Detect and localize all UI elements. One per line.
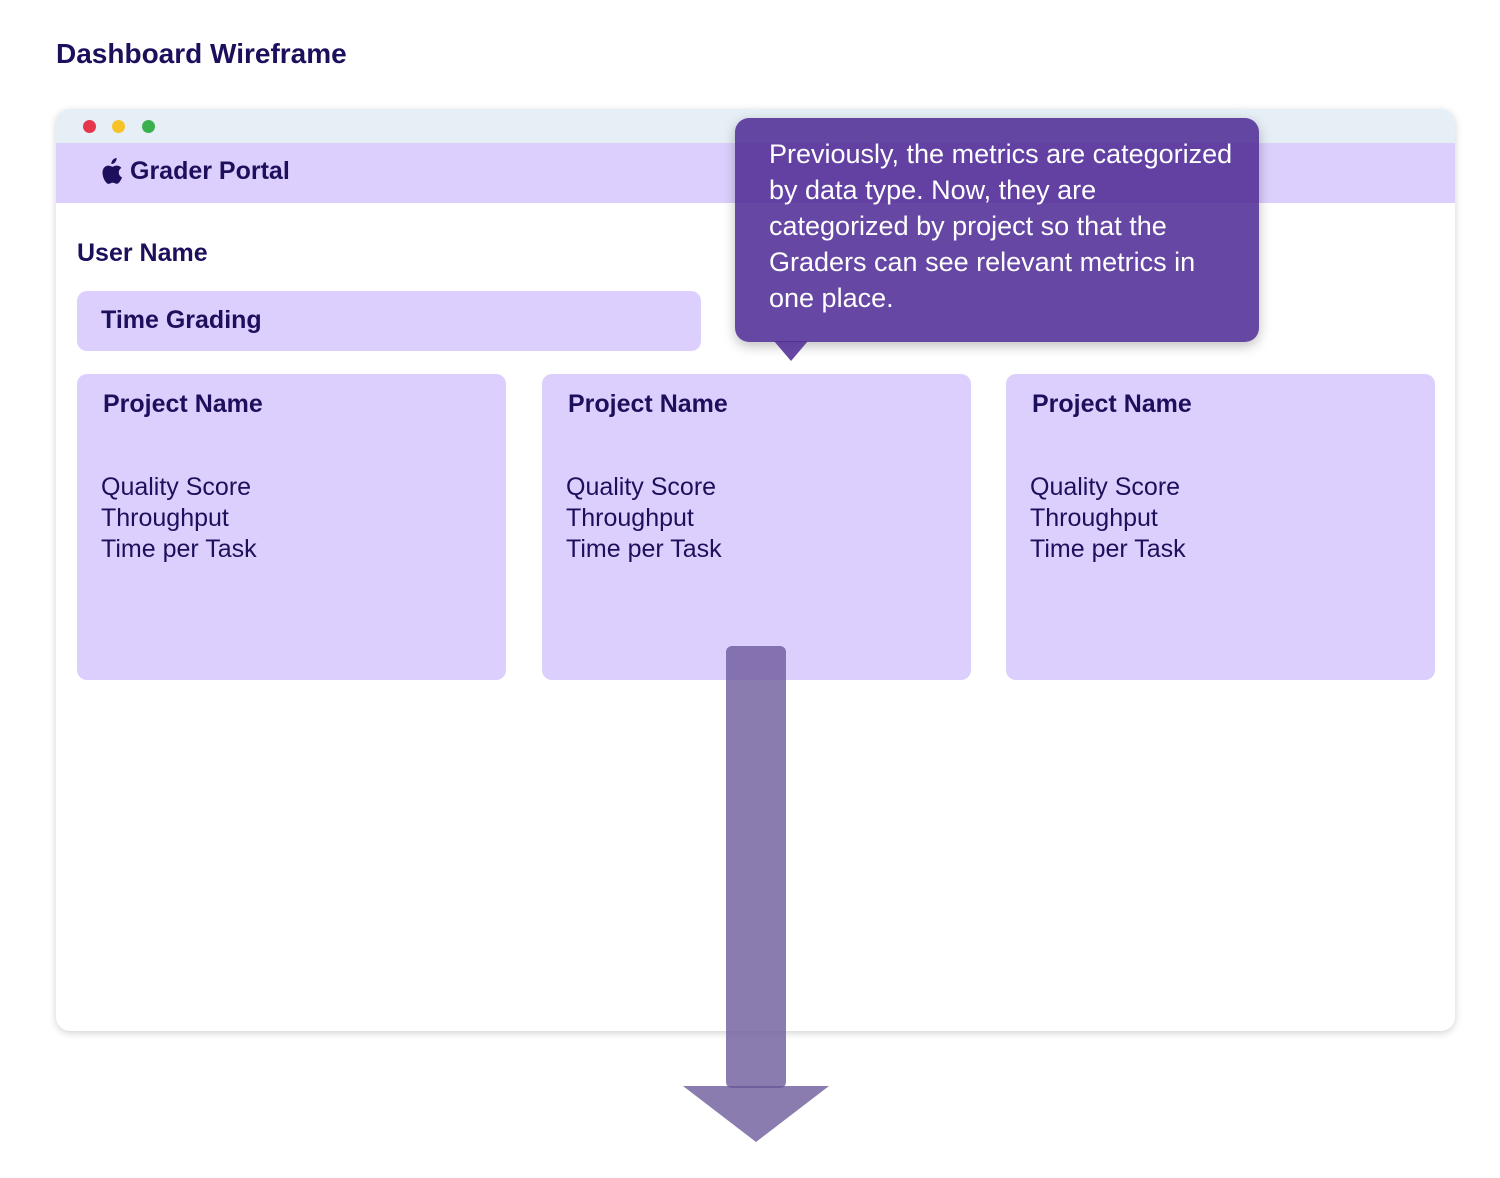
maximize-window-dot[interactable] [142,120,155,133]
project-name: Project Name [1032,390,1192,418]
annotation-text: Previously, the metrics are categorized … [769,139,1233,313]
metrics-list: Quality Score Throughput Time per Task [566,472,722,565]
time-grading-label: Time Grading [101,306,262,334]
apple-icon [102,157,122,184]
brand[interactable]: Grader Portal [100,157,290,186]
project-name: Project Name [568,390,728,418]
metric-time-per-task: Time per Task [566,535,722,563]
brand-name: Grader Portal [130,157,290,185]
metric-throughput: Throughput [566,504,694,532]
project-name: Project Name [103,390,263,418]
user-name: User Name [77,239,208,267]
metric-quality-score: Quality Score [1030,473,1181,501]
minimize-window-dot[interactable] [112,120,125,133]
page-title: Dashboard Wireframe [56,38,347,69]
project-card[interactable]: Project Name Quality Score Throughput Ti… [77,374,506,680]
metric-quality-score: Quality Score [101,473,252,501]
metrics-list: Quality Score Throughput Time per Task [101,472,257,565]
metric-time-per-task: Time per Task [101,535,257,563]
time-grading-panel: Time Grading [77,291,701,351]
metric-time-per-task: Time per Task [1030,535,1186,563]
close-window-dot[interactable] [83,120,96,133]
project-card[interactable]: Project Name Quality Score Throughput Ti… [1006,374,1435,680]
annotation-callout: Previously, the metrics are categorized … [735,118,1259,342]
callout-pointer [774,341,808,361]
metric-throughput: Throughput [1030,504,1158,532]
scroll-down-arrow [683,646,829,1142]
metric-throughput: Throughput [101,504,229,532]
metrics-list: Quality Score Throughput Time per Task [1030,472,1186,565]
metric-quality-score: Quality Score [566,473,717,501]
project-card[interactable]: Project Name Quality Score Throughput Ti… [542,374,971,680]
